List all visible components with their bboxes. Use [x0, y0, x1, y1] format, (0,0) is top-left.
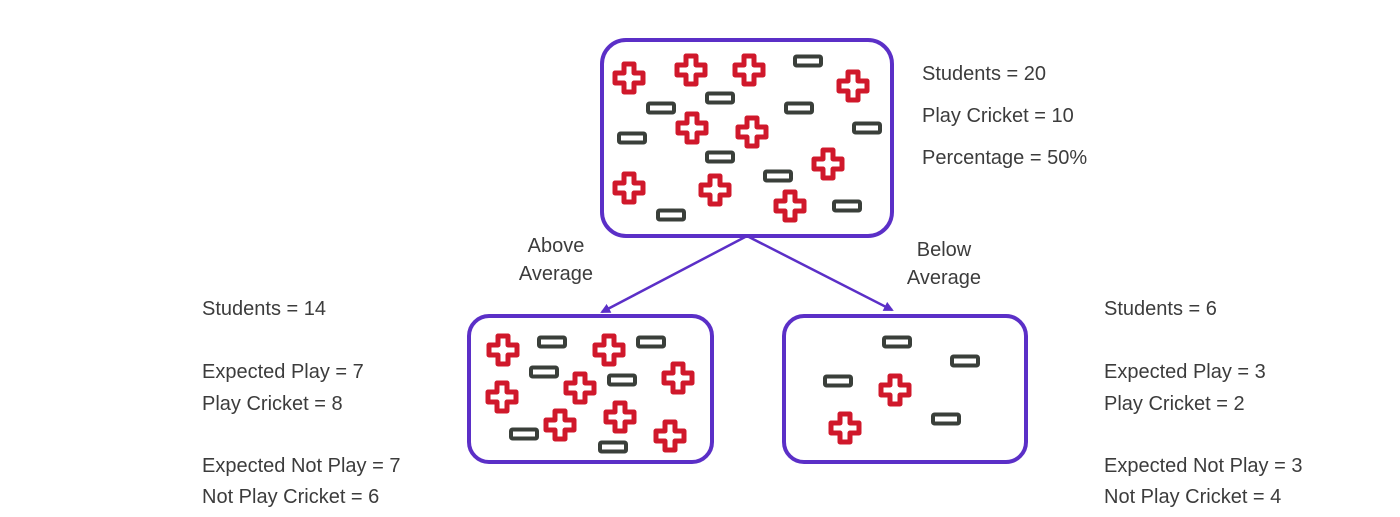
- right-play-cricket-text: Play Cricket = 2: [1104, 393, 1245, 415]
- minus-icon: [646, 101, 676, 115]
- plus-icon: [675, 111, 709, 145]
- branch-arrow-above-average: [600, 234, 748, 314]
- plus-icon: [563, 371, 597, 405]
- right-students-text: Students = 6: [1104, 298, 1217, 320]
- left-not-play-cricket-text: Not Play Cricket = 6: [202, 486, 380, 508]
- minus-icon: [950, 354, 980, 368]
- root-percentage-text: Percentage = 50%: [922, 147, 1088, 169]
- minus-icon: [529, 365, 559, 379]
- minus-icon: [656, 208, 686, 222]
- branch-label-above: Above: [527, 235, 585, 257]
- plus-icon: [773, 189, 807, 223]
- minus-icon: [705, 91, 735, 105]
- branch-label-below: Below: [916, 239, 972, 261]
- plus-icon: [592, 333, 626, 367]
- minus-icon: [598, 440, 628, 454]
- minus-icon: [636, 335, 666, 349]
- plus-icon: [735, 115, 769, 149]
- plus-icon: [543, 408, 577, 442]
- left-play-cricket-text: Play Cricket = 8: [202, 393, 343, 415]
- plus-icon: [836, 69, 870, 103]
- plus-icon: [612, 171, 646, 205]
- plus-icon: [486, 333, 520, 367]
- plus-icon: [878, 373, 912, 407]
- plus-icon: [732, 53, 766, 87]
- minus-icon: [823, 374, 853, 388]
- minus-icon: [882, 335, 912, 349]
- plus-icon: [661, 361, 695, 395]
- minus-icon: [607, 373, 637, 387]
- minus-icon: [617, 131, 647, 145]
- plus-icon: [612, 61, 646, 95]
- root-node-icons: [612, 53, 882, 223]
- minus-icon: [509, 427, 539, 441]
- branch-label-above-average: Average: [518, 263, 594, 285]
- left-expected-play-text: Expected Play = 7: [202, 361, 364, 383]
- plus-icon: [485, 380, 519, 414]
- right-not-play-cricket-text: Not Play Cricket = 4: [1104, 486, 1282, 508]
- left-students-text: Students = 14: [202, 298, 326, 320]
- root-play-cricket-text: Play Cricket = 10: [922, 105, 1074, 127]
- minus-icon: [537, 335, 567, 349]
- right-expected-not-play-text: Expected Not Play = 3: [1104, 455, 1303, 477]
- plus-icon: [698, 173, 732, 207]
- minus-icon: [705, 150, 735, 164]
- plus-icon: [828, 411, 862, 445]
- right-expected-play-text: Expected Play = 3: [1104, 361, 1266, 383]
- plus-icon: [811, 147, 845, 181]
- left-expected-not-play-text: Expected Not Play = 7: [202, 455, 401, 477]
- minus-icon: [832, 199, 862, 213]
- minus-icon: [784, 101, 814, 115]
- branch-arrow-below-average: [746, 234, 894, 312]
- plus-icon: [674, 53, 708, 87]
- right-node-icons: [823, 335, 980, 445]
- plus-icon: [653, 419, 687, 453]
- minus-icon: [852, 121, 882, 135]
- root-students-text: Students = 20: [922, 63, 1046, 85]
- plus-icon: [603, 400, 637, 434]
- minus-icon: [763, 169, 793, 183]
- branch-label-below-average: Average: [906, 267, 982, 289]
- minus-icon: [793, 54, 823, 68]
- minus-icon: [931, 412, 961, 426]
- left-node-icons: [485, 333, 695, 454]
